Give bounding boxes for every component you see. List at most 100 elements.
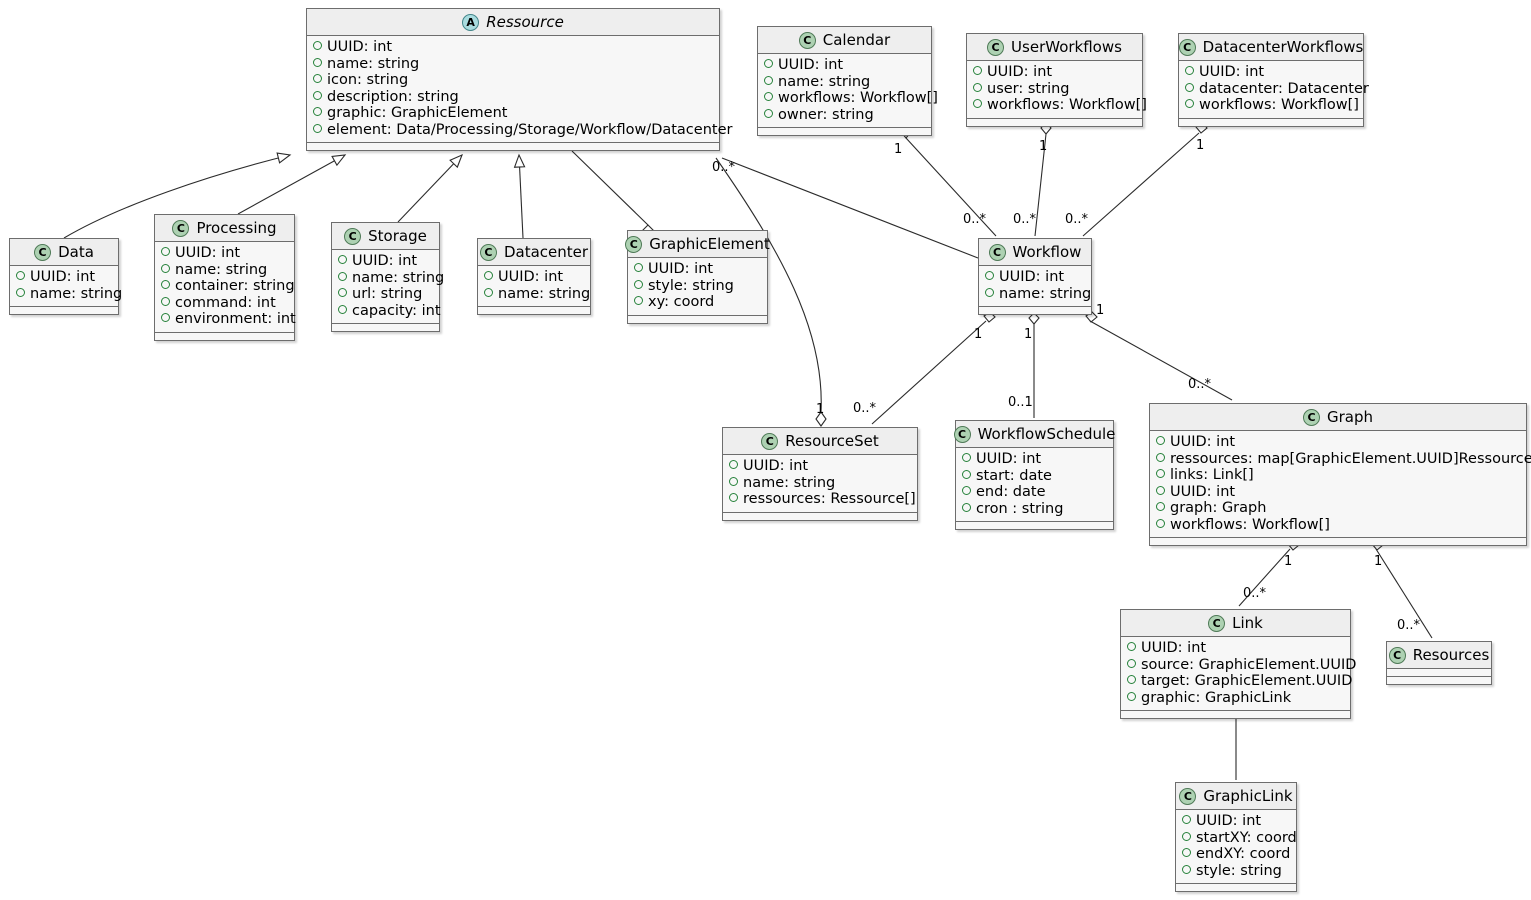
attribute-label: name: string xyxy=(778,73,871,90)
class-title-link: Link xyxy=(1232,614,1263,632)
visibility-public-icon xyxy=(1156,436,1165,445)
attribute-label: UUID: int xyxy=(30,269,96,285)
multiplicity-label: 0..* xyxy=(712,160,736,175)
attribute-label: graph: Graph xyxy=(1170,500,1267,516)
class-methods-link xyxy=(1121,711,1350,718)
visibility-public-icon xyxy=(1127,642,1136,651)
visibility-public-icon xyxy=(634,279,643,289)
abstract-class-icon: A xyxy=(462,13,480,31)
multiplicity-label: 1 xyxy=(1096,303,1105,318)
attribute-label: name: string xyxy=(743,474,836,491)
visibility-public-icon xyxy=(1185,99,1194,108)
visibility-public-icon xyxy=(313,123,322,133)
visibility-public-icon xyxy=(313,74,322,83)
attribute-label: workflows: Workflow[] xyxy=(1170,516,1330,533)
class-title-workflow: Workflow xyxy=(1012,243,1082,261)
class-title-workflowschedule: WorkflowSchedule xyxy=(977,425,1116,443)
attribute-label: datacenter: Datacenter xyxy=(1199,80,1369,97)
attribute-row: command: int xyxy=(161,295,287,312)
attribute-label: name: string xyxy=(327,55,420,72)
visibility-public-icon xyxy=(338,304,347,314)
attribute-row: UUID: int xyxy=(1156,484,1519,501)
visibility-public-icon xyxy=(338,271,347,281)
visibility-public-icon xyxy=(962,486,971,495)
multiplicity-label: 0..* xyxy=(1013,212,1037,227)
multiplicity-label: 0..* xyxy=(853,401,877,416)
edge-datacenterworkflows-to-workflow xyxy=(1082,121,1208,237)
visibility-public-icon xyxy=(161,280,170,289)
multiplicity-label: 1 xyxy=(1039,139,1048,154)
visibility-public-icon xyxy=(484,287,493,297)
attribute-label: cron : string xyxy=(976,500,1064,517)
attribute-row: workflows: Workflow[] xyxy=(1156,517,1519,534)
class-title-userworkflows: UserWorkflows xyxy=(1011,38,1122,56)
attribute-row: UUID: int xyxy=(962,451,1106,468)
visibility-public-icon xyxy=(1182,848,1191,857)
attribute-label: workflows: Workflow[] xyxy=(778,90,938,106)
visibility-public-icon xyxy=(729,460,738,469)
attribute-label: ressources: map[GraphicElement.UUID]Ress… xyxy=(1170,450,1531,467)
attribute-label: user: string xyxy=(987,80,1070,97)
visibility-public-icon xyxy=(16,287,25,297)
visibility-public-icon xyxy=(634,263,643,272)
edge-processing-to-ressource xyxy=(237,154,347,215)
visibility-public-icon xyxy=(1185,66,1194,75)
attribute-row: UUID: int xyxy=(1127,640,1343,657)
visibility-public-icon xyxy=(16,271,25,280)
class-methods-resources xyxy=(1387,677,1491,684)
attribute-label: workflows: Workflow[] xyxy=(1199,97,1359,113)
attribute-label: name: string xyxy=(352,269,445,286)
attribute-row: UUID: int xyxy=(1185,64,1356,81)
attribute-row: UUID: int xyxy=(1182,813,1289,830)
attribute-label: links: Link[] xyxy=(1170,467,1254,483)
multiplicity-label: 1 xyxy=(1374,554,1383,569)
multiplicity-label: 1 xyxy=(816,402,825,417)
edge-storage-to-ressource xyxy=(397,153,463,223)
attribute-label: UUID: int xyxy=(352,253,418,269)
visibility-public-icon xyxy=(962,453,971,462)
class-methods-storage xyxy=(332,324,439,331)
visibility-public-icon xyxy=(1156,518,1165,528)
attribute-row: environment: int xyxy=(161,311,296,328)
multiplicity-label: 1 xyxy=(1024,327,1033,342)
class-title-datacenter: Datacenter xyxy=(503,243,589,261)
class-title-storage: Storage xyxy=(368,227,427,245)
attribute-label: UUID: int xyxy=(1170,434,1236,450)
attribute-label: url: string xyxy=(352,286,423,302)
attribute-row: capacity: int xyxy=(338,303,441,320)
attribute-row: UUID: int xyxy=(313,39,712,56)
attribute-row: name: string xyxy=(985,286,1091,303)
class-icon: C xyxy=(798,31,816,49)
class-icon: C xyxy=(1302,408,1320,426)
